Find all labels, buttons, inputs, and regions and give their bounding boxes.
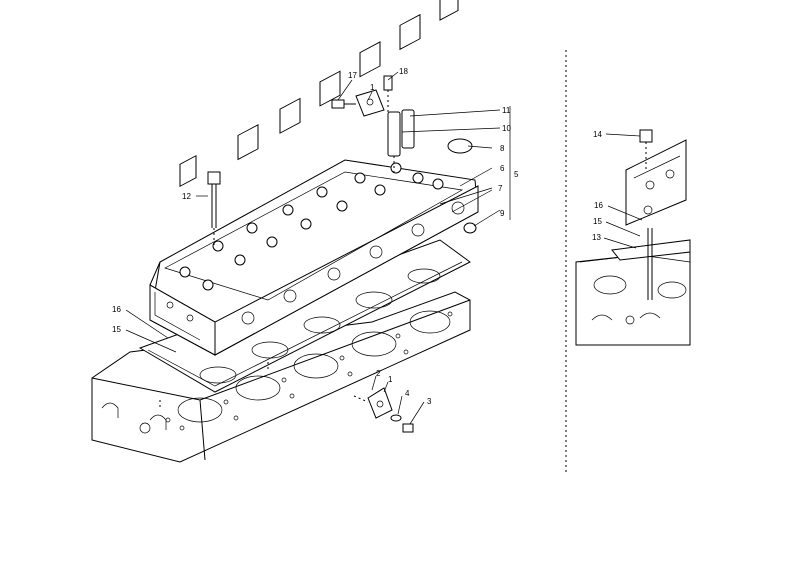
detail-callouts: 14 16 15 13 [592,130,603,242]
callout-6: 6 [500,164,505,173]
callout-4: 4 [405,389,410,398]
callout-2: 2 [376,369,381,378]
callout-17: 17 [348,71,357,80]
callout-5: 5 [514,170,519,179]
callout-1-bottom: 1 [388,375,393,384]
callout-16-detail: 16 [594,201,603,210]
engine-block [91,291,471,463]
deck-holes [165,311,453,431]
cylinder-head [149,0,479,356]
main-callouts: 17 1 18 11 10 8 6 5 7 9 12 16 15 2 1 4 3 [112,67,519,406]
head-bolts [179,162,444,291]
callout-15: 15 [112,325,121,334]
lifting-eye-top [331,75,393,128]
callout-18: 18 [399,67,408,76]
side-plug [463,222,477,234]
callout-12: 12 [182,192,191,201]
callout-10: 10 [502,124,511,133]
callout-14: 14 [593,130,602,139]
callout-7: 7 [498,184,503,193]
cylinder-bores [177,310,451,423]
callout-3: 3 [427,397,432,406]
injector-sleeve [387,109,415,172]
exhaust-ports [241,201,465,325]
long-head-bolt [207,171,221,248]
callout-9: 9 [500,209,505,218]
callout-8: 8 [500,144,505,153]
callout-13: 13 [592,233,601,242]
lifting-eye-bottom [353,387,414,433]
main-leader-lines [125,71,511,425]
callout-11: 11 [502,106,511,115]
valve-bridges [179,0,459,188]
detail-view [575,129,691,346]
callout-15-detail: 15 [593,217,602,226]
callout-1-top: 1 [370,83,375,92]
callout-16: 16 [112,305,121,314]
